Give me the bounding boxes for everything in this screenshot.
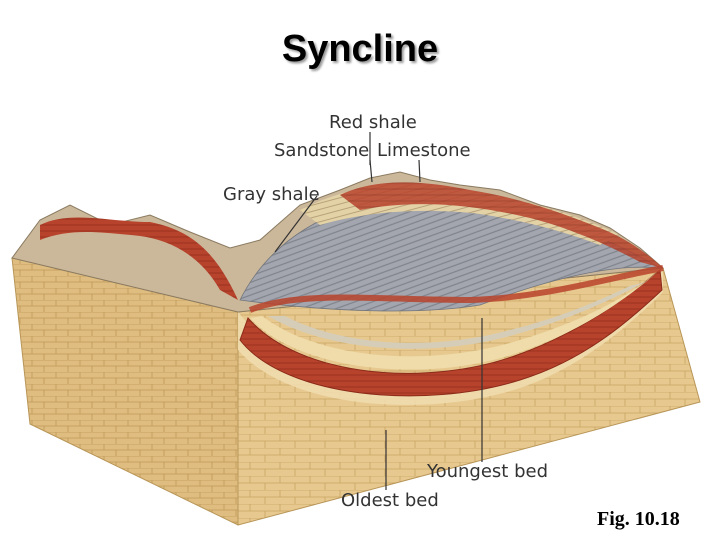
label-red-shale: Red shale xyxy=(329,112,417,133)
figure-reference: Fig. 10.18 xyxy=(597,508,680,531)
label-youngest-bed: Youngest bed xyxy=(427,461,548,482)
label-oldest-bed: Oldest bed xyxy=(341,490,439,511)
label-gray-shale: Gray shale xyxy=(223,184,320,205)
label-sandstone: Sandstone xyxy=(274,140,369,161)
label-limestone: Limestone xyxy=(377,140,471,161)
